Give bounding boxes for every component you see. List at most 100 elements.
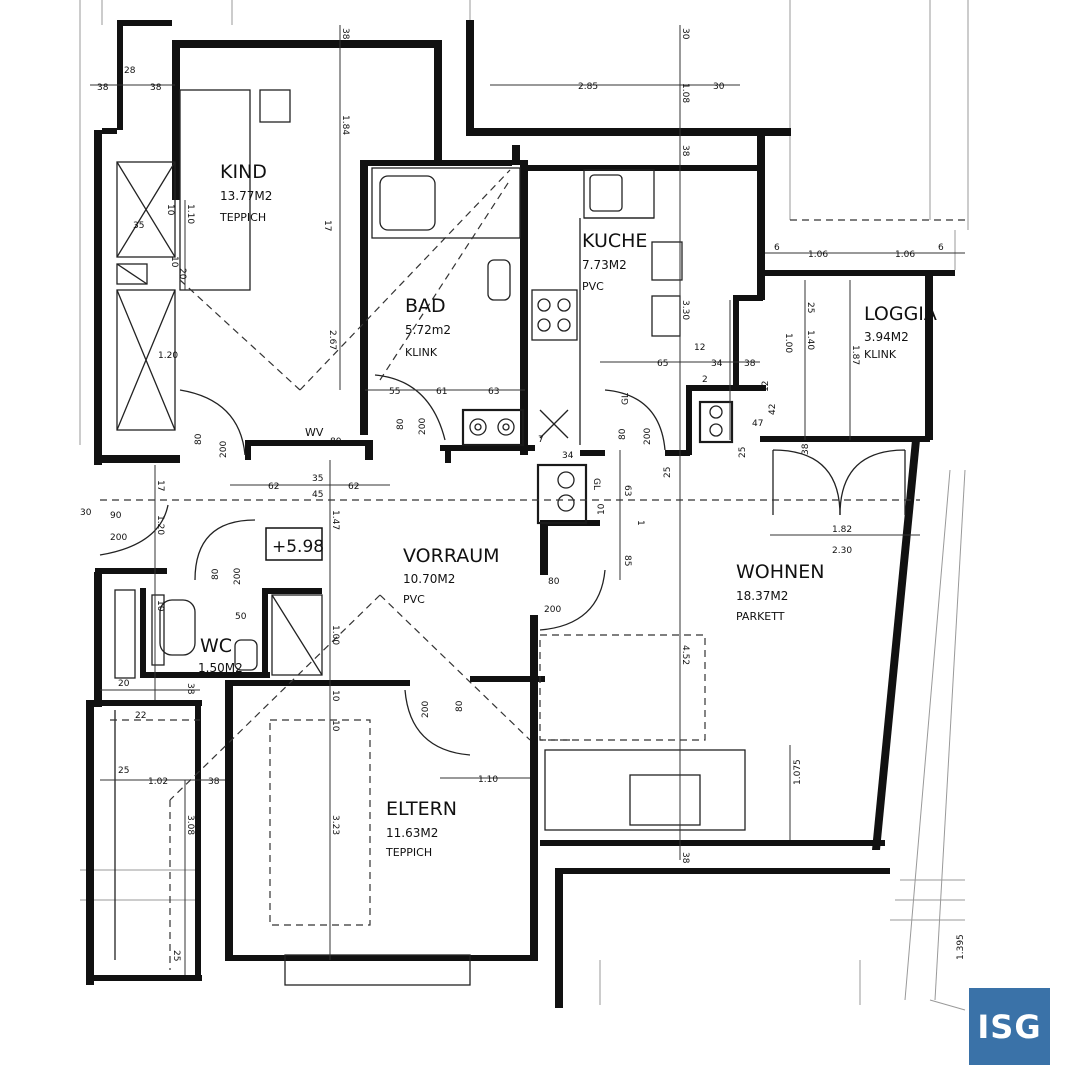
- dim-label: 1.075: [793, 759, 803, 785]
- dim-label: 3.30: [680, 300, 690, 320]
- dim-label: 6: [938, 243, 944, 253]
- room-name-eltern: ELTERN: [386, 798, 457, 820]
- dim-label: 10: [165, 204, 175, 216]
- dim-label: 38: [801, 443, 811, 455]
- dim-label: 1.06: [895, 250, 915, 260]
- dim-label: 1.20: [158, 351, 178, 361]
- dim-label: 200: [233, 568, 243, 585]
- dimension-texts: 38 28 38 1.84 38 17 2.67 1.10 10 35 20 1…: [80, 28, 966, 961]
- dim-label: 200: [418, 418, 428, 435]
- room-area-eltern: 11.63M2: [386, 826, 438, 840]
- dim-label: 50: [235, 612, 247, 622]
- dim-label: 1.02: [148, 777, 168, 787]
- dim-label: 10: [330, 720, 340, 732]
- dim-label: 42: [768, 404, 778, 415]
- dim-label: 1.82: [832, 525, 852, 535]
- dim-label: 38: [150, 83, 162, 93]
- dim-label: 12: [694, 343, 705, 353]
- dim-label: 25: [118, 766, 129, 776]
- room-area-loggia: 3.94M2: [864, 330, 909, 344]
- dim-label: 1.00: [783, 333, 793, 353]
- dim-label: 1.20: [155, 515, 165, 535]
- room-name-wc: WC: [200, 635, 232, 657]
- dim-label: 1.87: [850, 345, 860, 365]
- dim-label: 45: [312, 490, 323, 500]
- room-kuche: KUCHE 7.73M2 PVC: [582, 230, 647, 293]
- room-floor-kuche: PVC: [582, 280, 604, 293]
- dim-label: 80: [455, 700, 465, 712]
- dim-label: 200: [421, 701, 431, 718]
- dim-label: 7: [538, 435, 544, 445]
- room-kind: KIND 13.77M2 TEPPICH: [219, 161, 272, 224]
- doors: [99, 374, 666, 756]
- room-bad: BAD 5.72m2 KLINK: [405, 295, 451, 359]
- dim-label: 30: [80, 508, 92, 518]
- room-floor-eltern: TEPPICH: [385, 846, 432, 859]
- dim-label: 20: [118, 679, 130, 689]
- room-area-kuche: 7.73M2: [582, 258, 627, 272]
- dim-label: 65: [657, 359, 668, 369]
- dim-label: 17: [155, 480, 165, 491]
- context-lines: [79, 0, 969, 1011]
- dim-label: 20: [177, 268, 187, 280]
- dimension-lines: [90, 25, 965, 975]
- dim-label: 38: [744, 359, 756, 369]
- dim-label: 1.06: [808, 250, 828, 260]
- dim-label: GL: [591, 478, 601, 490]
- room-floor-vorraum: PVC: [403, 593, 425, 606]
- dim-label: 1.84: [340, 115, 350, 135]
- dim-label: 200: [643, 428, 653, 445]
- dim-label: 62: [268, 482, 279, 492]
- room-wc: WC 1.50M2: [198, 635, 243, 675]
- wall-label: WV: [305, 426, 324, 439]
- dim-label: 30: [713, 82, 725, 92]
- isg-logo: ISG: [969, 988, 1050, 1065]
- dim-label: 1.40: [805, 330, 815, 350]
- dim-label: 34: [562, 451, 574, 461]
- dim-label: 47: [752, 419, 763, 429]
- dim-label: 55: [389, 387, 400, 397]
- dim-label: 10: [597, 503, 607, 515]
- dim-label: 38: [208, 777, 220, 787]
- room-area-bad: 5.72m2: [405, 323, 451, 337]
- room-name-wohnen: WOHNEN: [736, 561, 824, 583]
- dim-label: 80: [194, 433, 204, 445]
- room-loggia: LOGGIA 3.94M2 KLINK: [864, 303, 937, 361]
- dim-label: 2.67: [327, 330, 337, 350]
- dim-label: 2: [702, 375, 708, 385]
- level-marker: +5.98: [265, 527, 324, 561]
- room-area-kind: 13.77M2: [220, 189, 272, 203]
- dim-label: 6: [774, 243, 780, 253]
- room-area-wc: 1.50M2: [198, 661, 243, 675]
- dim-label: 200: [110, 533, 127, 543]
- dim-label: 17: [322, 220, 332, 231]
- dim-label: 85: [622, 555, 632, 566]
- dim-label: 80: [396, 418, 406, 430]
- dim-label: 34: [711, 359, 723, 369]
- room-name-kind: KIND: [220, 161, 267, 183]
- dim-label: 22: [135, 711, 146, 721]
- room-name-loggia: LOGGIA: [864, 303, 937, 325]
- dim-label: 80: [548, 577, 560, 587]
- dim-label: 12: [761, 381, 771, 392]
- dim-label: 10: [330, 690, 340, 702]
- dim-label: 4.52: [680, 645, 690, 665]
- room-floor-kind: TEPPICH: [219, 211, 266, 224]
- dim-label: 25: [663, 467, 673, 478]
- dim-label: 1.395: [956, 934, 966, 960]
- dim-label: 62: [348, 482, 359, 492]
- room-name-bad: BAD: [405, 295, 446, 317]
- dim-label: 3.08: [185, 815, 195, 835]
- room-area-wohnen: 18.37M2: [736, 589, 788, 603]
- walls: [86, 20, 955, 1008]
- dim-label: 25: [738, 447, 748, 458]
- dim-label: 1: [635, 520, 645, 526]
- dim-label: 38: [680, 145, 690, 157]
- dim-label: 200: [544, 605, 561, 615]
- dim-label: 200: [219, 441, 229, 458]
- room-floor-wohnen: PARKETT: [736, 610, 785, 623]
- room-floor-bad: KLINK: [405, 346, 438, 359]
- dim-label: 25: [171, 950, 181, 961]
- room-name-vorraum: VORRAUM: [403, 545, 500, 567]
